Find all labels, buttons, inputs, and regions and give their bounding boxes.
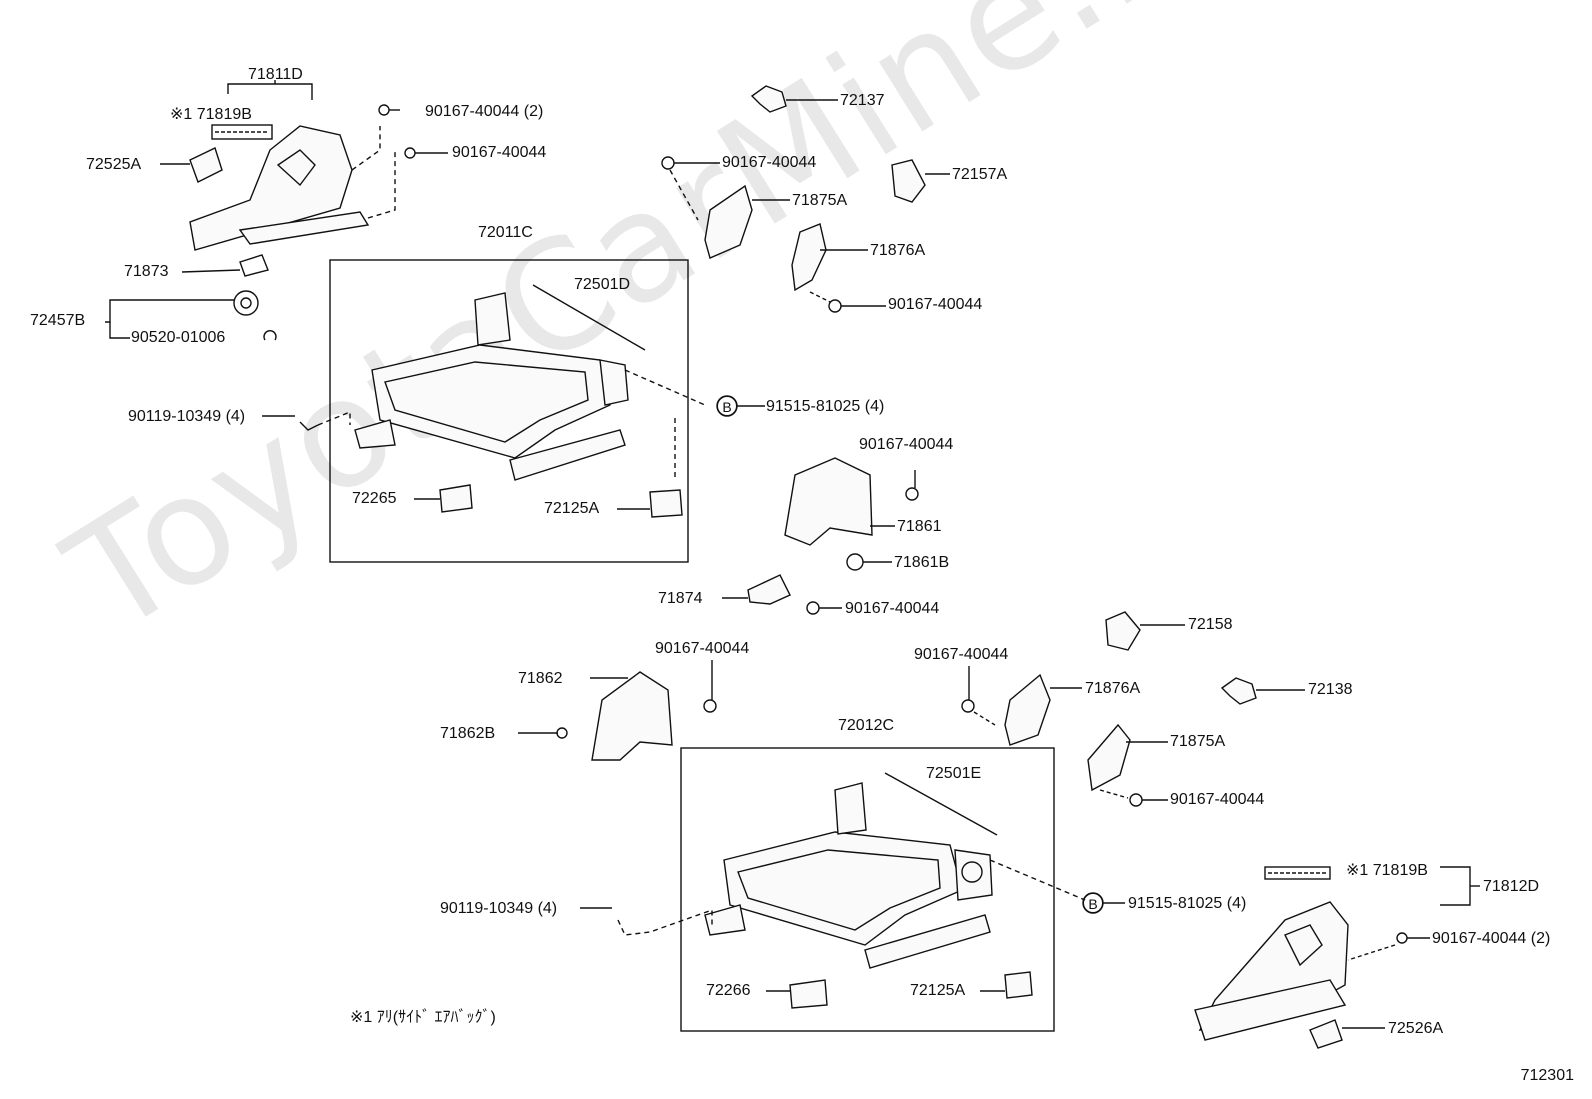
seat-frame-lower xyxy=(704,782,1033,1009)
marker-b-top: B xyxy=(717,396,743,417)
bracket-71811D xyxy=(227,83,313,100)
label-90520-01006: 90520-01006 xyxy=(131,329,226,346)
shield-71861 xyxy=(784,457,873,546)
cover-71875A-bottom xyxy=(1087,723,1131,792)
label-71861: 71861 xyxy=(897,518,942,535)
label-72012C: 72012C xyxy=(838,717,895,734)
label-90167-40044-b: 90167-40044 xyxy=(722,154,817,171)
label-71819B-bottom: ※1 71819B xyxy=(1346,862,1428,879)
cover-71875A-top xyxy=(704,184,753,259)
clip-72137 xyxy=(750,85,787,113)
frame-box-72012C xyxy=(680,747,1055,1032)
label-71876A-bottom: 71876A xyxy=(1085,680,1141,697)
marker-b-bottom: B xyxy=(1083,893,1109,914)
label-90167-40044-c: 90167-40044 xyxy=(888,296,983,313)
seat-shield-upper-left xyxy=(189,124,370,251)
label-71873: 71873 xyxy=(124,263,169,280)
label-91515-81025-bottom: 91515-81025 (4) xyxy=(1128,895,1247,912)
label-72158: 72158 xyxy=(1188,616,1233,633)
bracket-71874 xyxy=(747,574,791,605)
label-90167-40044-h: 90167-40044 xyxy=(1170,791,1265,808)
label-71875A-bottom: 71875A xyxy=(1170,733,1226,750)
label-71819B-top: ※1 71819B xyxy=(170,106,252,123)
label-72138: 72138 xyxy=(1308,681,1353,698)
label-71811D: 71811D xyxy=(248,66,303,83)
label-90167-40044-2-bottom: 90167-40044 (2) xyxy=(1432,930,1551,947)
label-72125A-top: 72125A xyxy=(544,500,600,517)
label-72457B: 72457B xyxy=(30,312,86,329)
label-71812D: 71812D xyxy=(1483,878,1540,895)
label-71861B: 71861B xyxy=(894,554,950,571)
footnote-side-airbag: ※1 ｱﾘ(ｻｲﾄﾞ ｴｱﾊﾞｯｸﾞ) xyxy=(350,1009,496,1026)
label-plate-71819B xyxy=(1264,866,1331,880)
label-90167-40044-e: 90167-40044 xyxy=(845,600,940,617)
label-71876A-top: 71876A xyxy=(870,242,926,259)
label-91515-81025-top: 91515-81025 (4) xyxy=(766,398,885,415)
label-72525A: 72525A xyxy=(86,156,142,173)
label-71862: 71862 xyxy=(518,670,563,687)
label-90119-10349-top: 90119-10349 (4) xyxy=(128,408,246,425)
clip-72138 xyxy=(1220,677,1257,705)
cover-71876A-top xyxy=(791,223,827,292)
label-90167-40044-f: 90167-40044 xyxy=(655,640,750,657)
label-72125A-bottom: 72125A xyxy=(910,982,966,999)
shield-71862 xyxy=(591,671,673,761)
label-90167-40044-2-top: 90167-40044 (2) xyxy=(425,103,544,120)
label-71875A-top: 71875A xyxy=(792,192,848,209)
label-72157A: 72157A xyxy=(952,166,1008,183)
label-72011C: 72011C xyxy=(478,224,533,241)
label-90167-40044-d: 90167-40044 xyxy=(859,436,954,453)
label-71862B: 71862B xyxy=(440,725,496,742)
cover-72158 xyxy=(1105,611,1141,651)
label-72137: 72137 xyxy=(840,92,885,109)
label-72265: 72265 xyxy=(352,490,397,507)
label-72526A: 72526A xyxy=(1388,1020,1444,1037)
cover-72157A xyxy=(891,159,926,203)
label-72501D: 72501D xyxy=(574,276,631,293)
cover-71876A-bottom xyxy=(1004,673,1051,746)
recliner-knob-72457B xyxy=(233,290,259,316)
label-72501E: 72501E xyxy=(926,765,982,782)
label-90167-40044-g: 90167-40044 xyxy=(914,646,1009,663)
label-90119-10349-bottom: 90119-10349 (4) xyxy=(440,900,558,917)
diagram-code: 712301 xyxy=(1520,1067,1574,1084)
label-71874: 71874 xyxy=(658,590,703,607)
seat-frame-upper xyxy=(354,292,683,518)
frame-box-72011C xyxy=(329,259,689,563)
label-72266: 72266 xyxy=(706,982,751,999)
label-90167-40044-a: 90167-40044 xyxy=(452,144,547,161)
seat-shield-lower-right xyxy=(1194,901,1349,1049)
